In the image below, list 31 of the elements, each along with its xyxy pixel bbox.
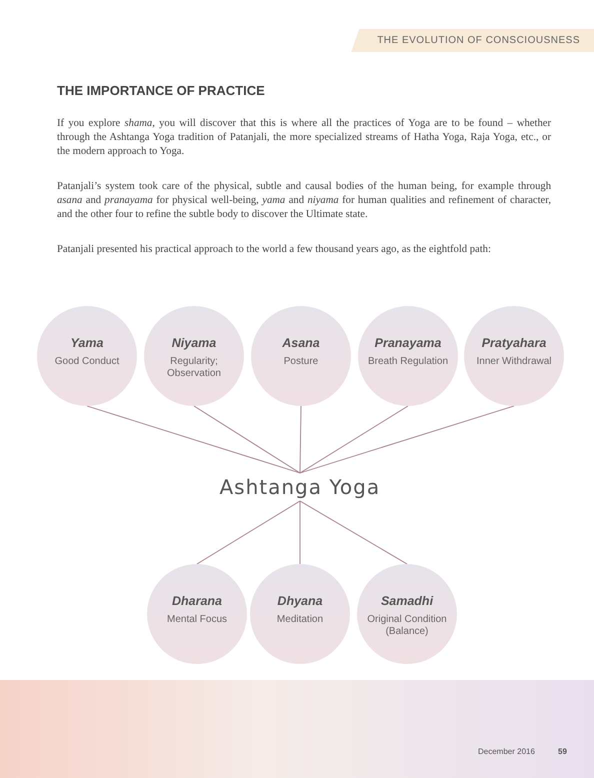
node-title: Pratyahara: [482, 336, 546, 350]
node-description: Mental Focus: [166, 614, 228, 626]
node-description: Breath Regulation: [366, 356, 450, 368]
connector-line: [86, 406, 300, 474]
node-title: Samadhi: [380, 594, 434, 608]
node-title: Pranayama: [374, 336, 442, 350]
section-heading: THE IMPORTANCE OF PRACTICE: [57, 83, 265, 98]
connector-line: [194, 406, 300, 474]
paragraph: Patanjali presented his practical approach to the world a few thousand years ago, as the eightfold path:: [57, 243, 492, 257]
node-description: Posture: [282, 356, 320, 368]
node-description: Good Conduct: [54, 356, 120, 368]
connector-line: [300, 500, 408, 564]
node-description: Original Condition (Balance): [366, 614, 448, 638]
connector-line: [196, 500, 300, 564]
connector-line: [300, 406, 302, 474]
center-label: Ashtanga Yoga: [216, 473, 384, 501]
node-title: Asana: [282, 336, 320, 350]
node-title: Niyama: [172, 336, 216, 350]
node-title: Dharana: [172, 594, 222, 608]
node-description: Regularity; Observation: [166, 356, 222, 380]
node-title: Yama: [70, 336, 104, 350]
paragraph: Patanjali’s system took care of the physical, subtle and causal bodies of the human being, for example through asana and pranayama for physical well-being, yama and niyama for human qualities and refinement of character, and the other four to refine the subtle body to discover the Ultimate state.: [57, 180, 551, 222]
node-description: Meditation: [276, 614, 324, 626]
section-tab: THE EVOLUTION OF CONSCIOUSNESS: [351, 29, 594, 52]
paragraph: If you explore shama, you will discover that this is where all the practices of Yoga are to be found – whether through the Ashtanga Yoga tradition of Patanjali, the more specialized streams of Hatha Yoga, Raja Yoga, etc., or the modern approach to Yoga.: [57, 117, 551, 159]
node-title: Dhyana: [277, 594, 323, 608]
connector-line: [300, 406, 408, 474]
issue-date: December 2016: [478, 747, 535, 756]
page-number: 59: [558, 747, 567, 756]
connector-line: [300, 406, 514, 474]
node-description: Inner Withdrawal: [475, 356, 553, 368]
